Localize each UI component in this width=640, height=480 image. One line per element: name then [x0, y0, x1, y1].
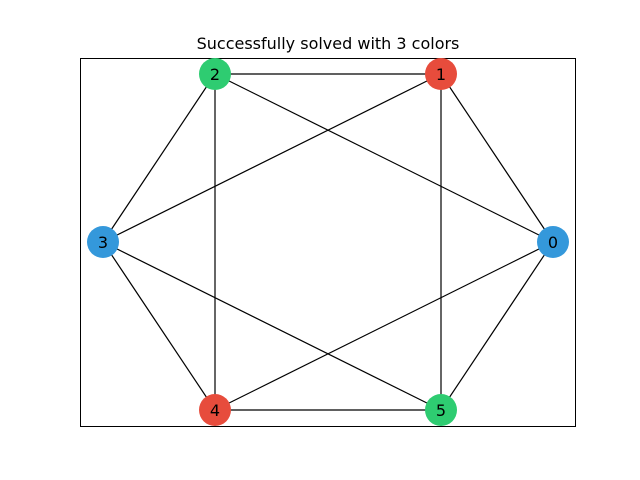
node-circle-0 — [537, 226, 569, 258]
edge-0-1 — [440, 73, 554, 243]
edge-1-3 — [102, 73, 442, 243]
node-circle-4 — [199, 394, 231, 426]
node-label-0: 0 — [548, 233, 558, 252]
node-0: 0 — [537, 226, 569, 258]
edge-3-5 — [102, 241, 442, 411]
edge-0-5 — [440, 241, 554, 411]
node-5: 5 — [425, 394, 457, 426]
node-label-4: 4 — [210, 401, 220, 420]
nodes-layer: 0 1 2 3 4 5 — [87, 58, 569, 426]
node-label-2: 2 — [210, 65, 220, 84]
edge-2-3 — [102, 73, 216, 243]
node-label-1: 1 — [436, 65, 446, 84]
edge-3-4 — [102, 241, 216, 411]
node-circle-1 — [425, 58, 457, 90]
node-2: 2 — [199, 58, 231, 90]
node-circle-2 — [199, 58, 231, 90]
edge-0-4 — [214, 241, 554, 411]
node-3: 3 — [87, 226, 119, 258]
plot-frame — [80, 58, 576, 427]
node-circle-3 — [87, 226, 119, 258]
figure-title: Successfully solved with 3 colors — [197, 34, 460, 53]
edge-0-2 — [214, 73, 554, 243]
node-4: 4 — [199, 394, 231, 426]
node-circle-5 — [425, 394, 457, 426]
node-label-5: 5 — [436, 401, 446, 420]
node-label-3: 3 — [98, 233, 108, 252]
edges-layer — [102, 73, 554, 411]
node-1: 1 — [425, 58, 457, 90]
